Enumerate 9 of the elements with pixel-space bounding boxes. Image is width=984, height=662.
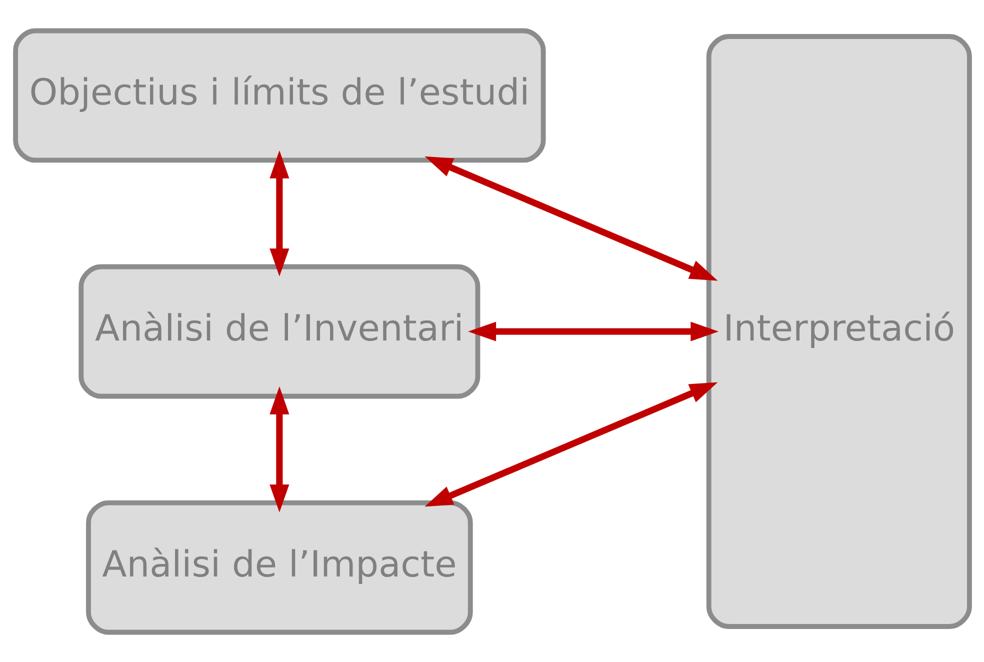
node-box: Anàlisi de l’Impacte [86,500,472,634]
node-box: Anàlisi de l’Inventari [78,264,480,398]
arrow [269,386,289,512]
node-box: Objectius i límits de l’estudi [12,28,546,162]
arrow [269,150,289,276]
node-box: Interpretació [706,34,972,628]
arrow [424,156,718,280]
arrow [468,321,718,341]
arrow [424,382,718,506]
